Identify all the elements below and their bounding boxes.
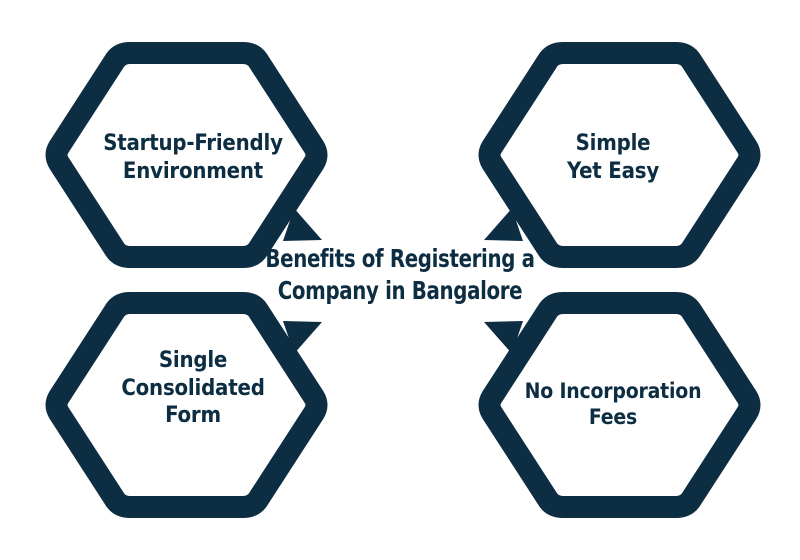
node-shape-simple-yet-easy[interactable] [478, 42, 761, 268]
center-title: Benefits of Registering a Company in Ban… [265, 244, 535, 306]
node-shape-no-incorporation-fees[interactable] [478, 292, 761, 518]
tail-down-left-icon [484, 190, 528, 241]
node-label-single-consolidated-form: Single Consolidated Form [121, 348, 265, 429]
node-shape-single-consolidated-form[interactable] [45, 292, 328, 518]
node-label-no-incorporation-fees: No Incorporation Fees [524, 379, 702, 430]
tail-up-left-icon [484, 321, 528, 372]
hexagon-outline [478, 292, 761, 518]
node-label-simple-yet-easy: Simple Yet Easy [566, 131, 660, 184]
tail-down-right-icon [278, 190, 322, 241]
node-label-startup-friendly-environment: Startup-Friendly Environment [103, 131, 283, 184]
tail-up-right-icon [278, 321, 322, 372]
node-shape-startup-friendly-environment[interactable] [45, 42, 328, 268]
hexagon-outline [45, 292, 328, 518]
hexagon-outline [45, 42, 328, 268]
hexagon-outline [478, 42, 761, 268]
